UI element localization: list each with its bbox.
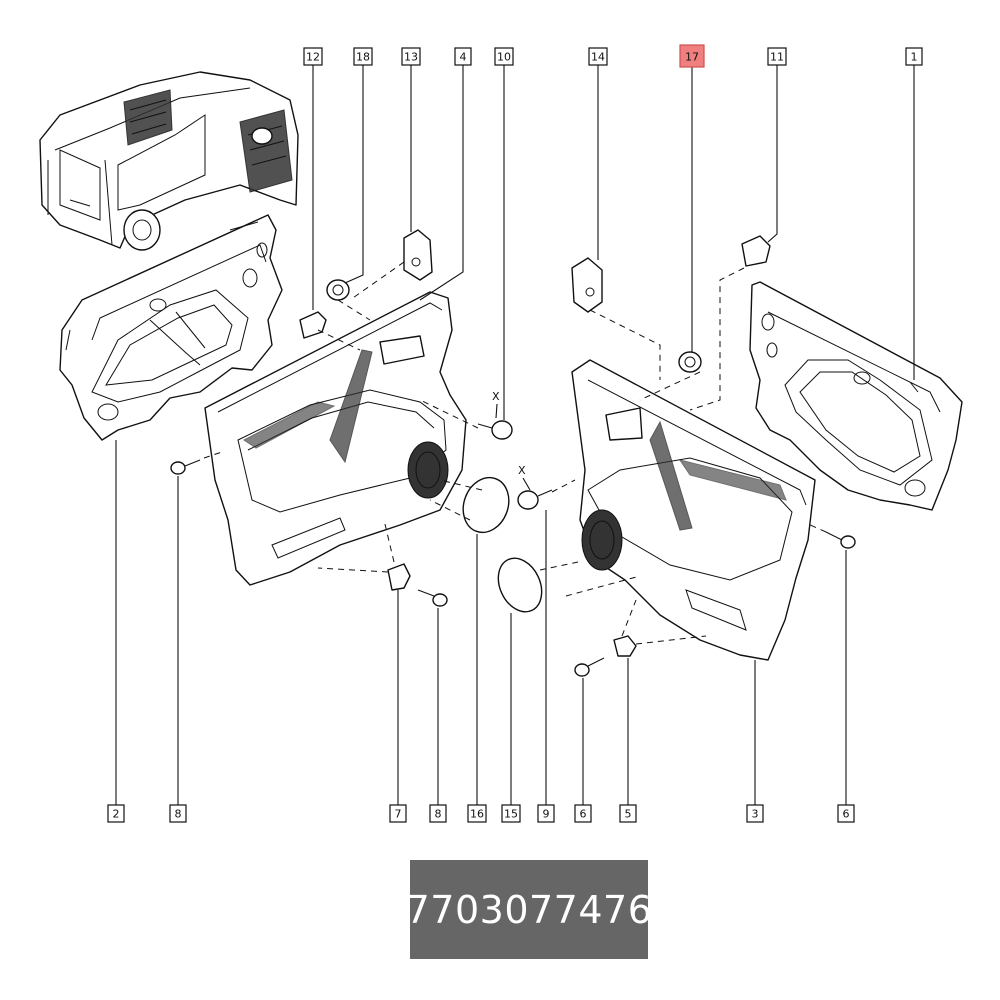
callout-5: 5 [619,804,637,823]
callout-14: 14 [588,47,608,66]
part-16-cover-disc [462,476,510,534]
part-2-inner-door-panel-left [59,214,283,441]
axis-mark-right: X [518,464,526,477]
callout-4: 4 [454,47,472,66]
callout-6-right: 6 [837,804,855,823]
part-10-screw [477,420,513,440]
svg-text:5: 5 [625,808,632,821]
callout-1: 1 [905,47,923,66]
part-12-fastener [299,311,327,339]
part-4-door-trim-panel-left [204,291,467,586]
callout-17-highlighted[interactable]: 17 [679,44,705,68]
callout-15: 15 [501,804,521,823]
callout-6-center: 6 [574,804,592,823]
part-number-badge: 7703077476 [406,860,652,959]
part-5-clip [613,635,637,657]
part-14-bracket [571,257,603,313]
callout-7: 7 [389,804,407,823]
svg-text:8: 8 [435,808,442,821]
callout-8-left: 8 [169,804,187,823]
svg-text:11: 11 [770,51,784,64]
svg-text:6: 6 [580,808,587,821]
part-7-clip [387,563,411,591]
assembly-lines [203,261,827,645]
svg-text:1: 1 [911,51,918,64]
svg-text:15: 15 [504,808,518,821]
callout-16: 16 [467,804,487,823]
part-9-screw [517,489,553,510]
callout-13: 13 [401,47,421,66]
callout-9: 9 [537,804,555,823]
svg-text:6: 6 [843,808,850,821]
svg-text:13: 13 [404,51,418,64]
svg-text:12: 12 [306,51,320,64]
part-15-cover-disc [497,557,543,613]
part-1-inner-door-panel-right [749,281,963,511]
part-8-screw-left [170,459,201,475]
svg-text:18: 18 [356,51,370,64]
callout-8-center: 8 [429,804,447,823]
part-13-bracket [403,229,433,281]
part-6-screw-right [825,531,856,549]
callout-3: 3 [746,804,764,823]
leader-lines [115,65,915,805]
vehicle-thumbnail [39,71,299,251]
svg-text:9: 9 [543,808,550,821]
svg-text:17: 17 [685,51,699,64]
callout-10: 10 [494,47,514,66]
part-8-screw-center [417,589,448,607]
svg-text:2: 2 [113,808,120,821]
callout-11: 11 [767,47,787,66]
callout-18: 18 [353,47,373,66]
part-6-screw-center [574,657,605,677]
svg-text:16: 16 [470,808,484,821]
axis-mark-left: X [492,390,500,403]
svg-text:3: 3 [752,808,759,821]
part-17-clip [678,351,702,373]
part-3-door-trim-panel-right [571,359,816,661]
callout-2: 2 [107,804,125,823]
part-11-fastener [741,235,771,267]
svg-text:7: 7 [395,808,402,821]
svg-text:14: 14 [591,51,605,64]
svg-text:4: 4 [460,51,467,64]
svg-text:10: 10 [497,51,511,64]
callout-12: 12 [303,47,323,66]
svg-text:8: 8 [175,808,182,821]
